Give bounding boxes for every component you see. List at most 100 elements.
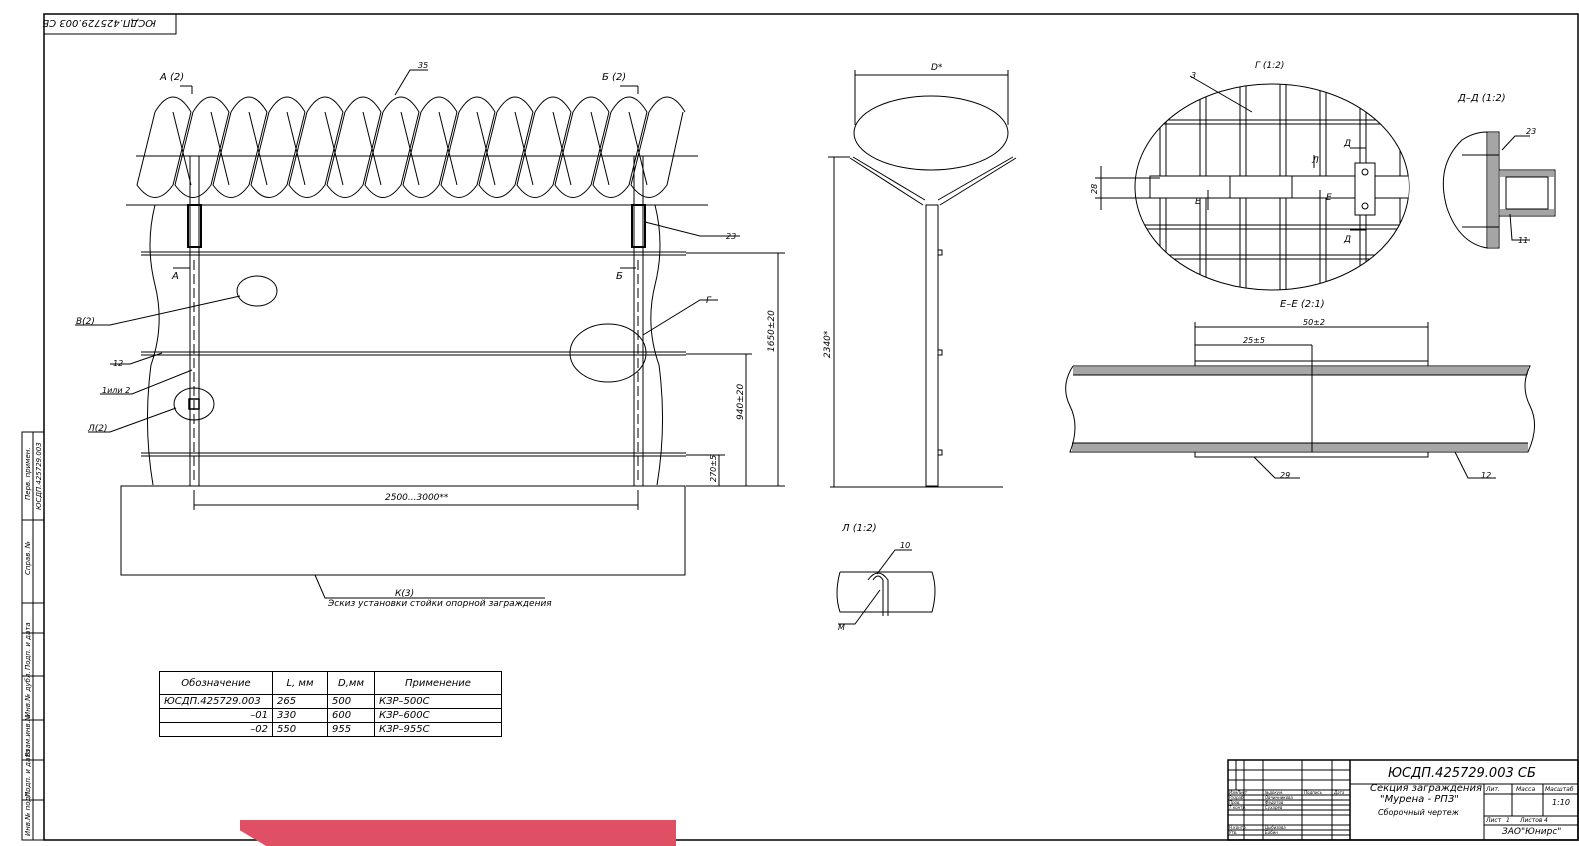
label-p12: 12 bbox=[113, 359, 123, 368]
table-cell: КЗР–600С bbox=[374, 708, 502, 723]
label-p11: 11 bbox=[1518, 236, 1528, 245]
tb-col-sign: Подпись bbox=[1304, 790, 1323, 795]
tb-sheets-val: 4 bbox=[1544, 817, 1548, 824]
company: ЗАО"Юнирс" bbox=[1502, 827, 1561, 837]
drawing-frame bbox=[43, 13, 1579, 841]
tb-col-date: Дата bbox=[1333, 790, 1345, 795]
side-stamp-labels: Перв. примен. ЮСДП.425729.003 Справ. № П… bbox=[24, 442, 43, 836]
side-label-inv: Инв.№ подл. bbox=[24, 790, 32, 836]
dim-1650: 1650±20 bbox=[767, 310, 777, 352]
label-pos35: 35 bbox=[418, 61, 428, 70]
label-v2: В(2) bbox=[76, 317, 95, 327]
title-block-frame bbox=[1227, 759, 1579, 841]
label-p1or2: 1или 2 bbox=[102, 386, 130, 395]
table-cell: 330 bbox=[272, 708, 328, 723]
table-row: –01 330 600 КЗР–600С bbox=[159, 708, 502, 723]
col-header: Применение bbox=[374, 671, 502, 695]
label-p29: 29 bbox=[1280, 471, 1290, 480]
table-cell: 955 bbox=[327, 722, 375, 737]
doc-type: Сборочный чертеж bbox=[1378, 808, 1460, 817]
dim-2340: 2340* bbox=[823, 330, 833, 358]
table-cell: КЗР–500С bbox=[374, 694, 502, 709]
main-view-labels: А (2) Б (2) 35 23 А Б В(2) 12 1или 2 Л(2… bbox=[76, 61, 777, 609]
detail-g bbox=[1095, 75, 1410, 291]
tb-role-1: Пров. bbox=[1229, 800, 1241, 805]
label-sec-b: Б bbox=[616, 271, 623, 282]
side-view-labels: D* 2340* Л (1:2) 10 М bbox=[823, 63, 943, 632]
label-view-g: Г (1:2) bbox=[1255, 61, 1284, 71]
table-row: ЮСДП.425729.003 265 500 КЗР–500С bbox=[159, 694, 502, 709]
tb-sheets: Листов bbox=[1519, 817, 1543, 824]
dim-28: 28 bbox=[1090, 184, 1099, 194]
tb-scale: Масштаб bbox=[1545, 786, 1574, 793]
label-g: Г bbox=[706, 296, 712, 306]
top-stamp-text: ЮСДП.425729.003 СБ bbox=[42, 17, 156, 28]
mark-d2: Д bbox=[1343, 235, 1351, 245]
tb-lit: Лит. bbox=[1485, 786, 1500, 793]
table-cell: –02 bbox=[159, 722, 273, 737]
tb-role-3: Н.контр. bbox=[1229, 825, 1247, 830]
barbed-coil bbox=[126, 96, 708, 206]
section-dd bbox=[1442, 131, 1556, 249]
label-pm: М bbox=[838, 623, 845, 632]
tb-mass: Масса bbox=[1516, 786, 1535, 793]
col-header: L, мм bbox=[272, 671, 328, 695]
mark-d1: Д bbox=[1343, 139, 1351, 149]
table-cell: 550 bbox=[272, 722, 328, 737]
tb-name-3: Цыбизова bbox=[1265, 825, 1286, 830]
label-view-a: А (2) bbox=[159, 72, 184, 83]
side-label-dubl: Инв.№ дубл. bbox=[24, 671, 32, 717]
detail-labels: Г (1:2) 3 28 Д Д Л Е Е Д–Д (1:2) 23 11 Е… bbox=[1090, 61, 1536, 480]
side-label-perv: Перв. примен. bbox=[24, 447, 32, 500]
red-overlay-banner bbox=[240, 820, 676, 846]
side-label-vzam: Взам.инв.№ bbox=[24, 714, 32, 757]
tb-role-2: Т.контр. bbox=[1229, 805, 1246, 810]
table-cell: КЗР–955С bbox=[374, 722, 502, 737]
tb-sheet: Лист bbox=[1485, 817, 1502, 824]
doc-number: ЮСДП.425729.003 СБ bbox=[1388, 766, 1536, 781]
label-p3: 3 bbox=[1191, 71, 1196, 80]
dim-270: 270±5 bbox=[709, 455, 718, 482]
table-cell: 265 bbox=[272, 694, 328, 709]
dim-940: 940±20 bbox=[736, 384, 746, 420]
tb-col-izm: Изм bbox=[1229, 790, 1237, 795]
mark-e2: Е bbox=[1326, 193, 1332, 203]
tb-name-1: Федотов bbox=[1265, 800, 1284, 805]
label-p10: 10 bbox=[900, 541, 910, 550]
fence-section bbox=[75, 69, 785, 599]
label-k3: К(3) bbox=[395, 589, 414, 599]
table-cell: –01 bbox=[159, 708, 273, 723]
spec-table-header: Обозначение L, мм D,мм Применение bbox=[159, 671, 502, 695]
detail-l bbox=[836, 549, 936, 625]
tb-col-doc: №докум. bbox=[1264, 790, 1283, 795]
label-view-l: Л (1:2) bbox=[841, 523, 877, 534]
table-cell: 600 bbox=[327, 708, 375, 723]
tb-name-2: Сухарев bbox=[1265, 805, 1283, 810]
col-header: Обозначение bbox=[159, 671, 273, 695]
label-pos23: 23 bbox=[726, 232, 736, 241]
tb-col-list: Лист bbox=[1236, 790, 1248, 795]
label-sec-a: А bbox=[171, 271, 179, 282]
tb-scale-val: 1:10 bbox=[1552, 798, 1570, 807]
side-view bbox=[828, 70, 1017, 488]
title-line2: "Мурена - РПЗ" bbox=[1380, 794, 1459, 805]
tb-role-0: Разраб. bbox=[1229, 795, 1245, 800]
col-header: D,мм bbox=[327, 671, 375, 695]
label-l2: Л(2) bbox=[87, 424, 108, 434]
label-d-star: D* bbox=[931, 63, 943, 73]
label-p12b: 12 bbox=[1481, 471, 1491, 480]
side-label-sprav: Справ. № bbox=[24, 541, 32, 575]
tb-role-4: Утв. bbox=[1229, 830, 1237, 835]
label-view-dd: Д–Д (1:2) bbox=[1457, 93, 1506, 104]
label-view-b: Б (2) bbox=[602, 72, 626, 83]
tb-sheet-val: 1 bbox=[1506, 817, 1510, 824]
sketch-caption: Эскиз установки стойки опорной загражден… bbox=[327, 599, 552, 609]
side-label-code: ЮСДП.425729.003 bbox=[35, 442, 43, 510]
mark-l: Л bbox=[1311, 156, 1319, 166]
mark-e1: Е bbox=[1195, 197, 1201, 207]
spec-table: Обозначение L, мм D,мм Применение ЮСДП.4… bbox=[159, 671, 502, 737]
title-block-text: ЮСДП.425729.003 СБ Секция заграждения "М… bbox=[1229, 766, 1574, 837]
table-cell: ЮСДП.425729.003 bbox=[159, 694, 273, 709]
